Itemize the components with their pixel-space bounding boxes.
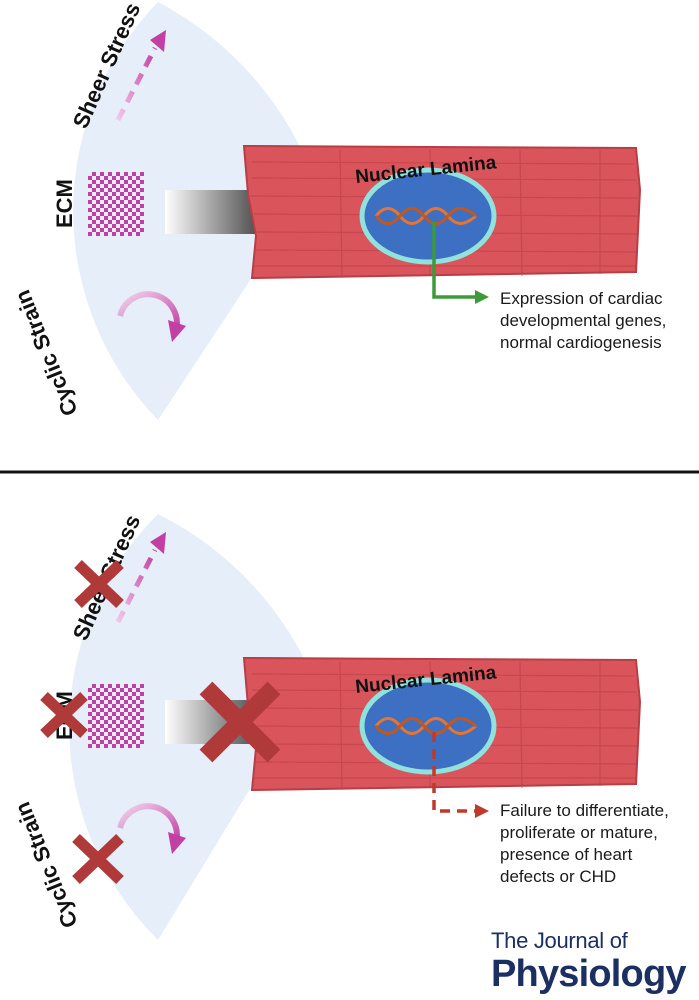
- outcome-arrow-normal: [432, 222, 489, 304]
- outcome-line: developmental genes,: [500, 311, 667, 330]
- panel-normal: Sheer Stress ECM Cyclic Strain: [10, 0, 642, 420]
- shear-stress-arrow-icon: [115, 30, 166, 122]
- outcome-line: normal cardiogenesis: [500, 333, 662, 352]
- block-x-icon: [74, 560, 124, 608]
- label-cyclic-strain: Cyclic Strain: [10, 799, 83, 932]
- cyclic-strain-icon: [117, 803, 186, 854]
- outcome-text-disrupted: Failure to differentiate, proliferate or…: [500, 800, 669, 888]
- label-cyclic-strain: Cyclic Strain: [10, 287, 83, 420]
- outcome-line: Expression of cardiac: [500, 289, 663, 308]
- outcome-line: Failure to differentiate,: [500, 801, 669, 820]
- outcome-line: proliferate or mature,: [500, 823, 658, 842]
- block-x-icon: [72, 834, 124, 884]
- dna-helix-icon: [374, 717, 477, 735]
- block-x-icon: [199, 681, 281, 763]
- dna-helix-icon: [374, 207, 477, 225]
- nucleus: [359, 677, 497, 775]
- nucleus: [359, 167, 497, 265]
- cyclic-strain-icon: [117, 291, 186, 342]
- outcome-line: presence of heart: [500, 845, 633, 864]
- outcome-line: defects or CHD: [500, 867, 617, 886]
- block-x-icon: [40, 692, 88, 738]
- journal-logo-line1: The Journal of: [491, 928, 628, 953]
- shear-stress-arrow-icon: [115, 532, 166, 624]
- ecm-matrix-icon: [88, 684, 144, 748]
- outcome-arrow-disrupted: [432, 732, 489, 818]
- journal-logo-line2: Physiology: [491, 953, 687, 995]
- panel-disrupted: Sheer Stress ECM Cyclic Strain: [10, 511, 642, 940]
- journal-logo: The Journal of Physiology: [491, 928, 687, 995]
- outcome-text-normal: Expression of cardiac developmental gene…: [500, 288, 666, 354]
- ecm-matrix-icon: [88, 172, 144, 236]
- label-ecm: ECM: [52, 179, 77, 228]
